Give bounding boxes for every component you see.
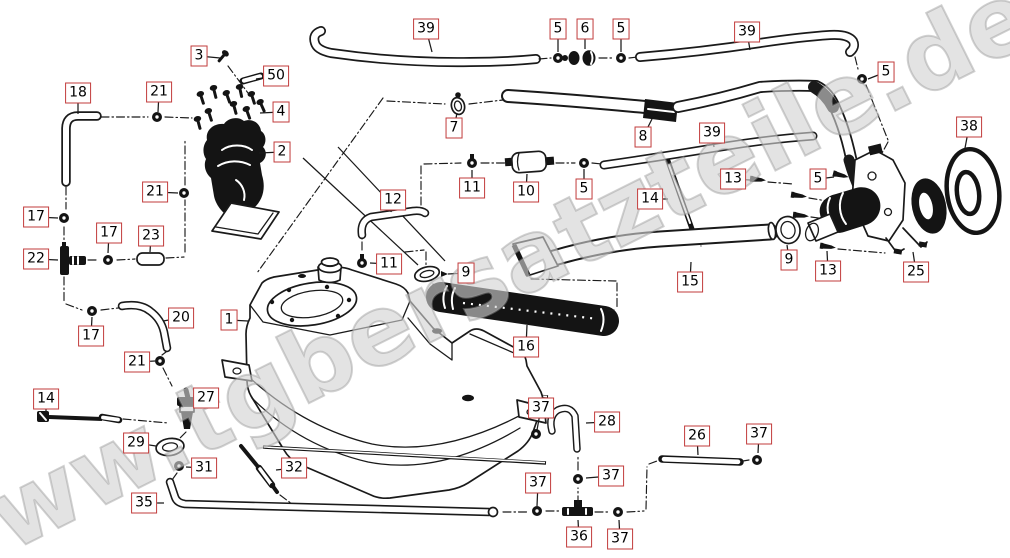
part-label-21: 21: [142, 181, 168, 203]
part-label-21: 21: [146, 81, 172, 103]
part-label-5: 5: [575, 178, 593, 200]
part-label-39: 39: [734, 21, 760, 43]
part-label-13: 13: [815, 260, 841, 282]
part-label-18: 18: [65, 82, 91, 104]
part-label-12: 12: [380, 189, 406, 211]
part-label-20: 20: [168, 307, 194, 329]
part-label-16: 16: [513, 336, 539, 358]
pin-50-drawing: [239, 72, 265, 85]
part-label-37: 37: [528, 397, 554, 419]
drain-hose-35-drawing: [165, 477, 499, 518]
part-label-5: 5: [877, 61, 895, 83]
rod-32-drawing: [239, 444, 279, 494]
filler-tube-15-drawing: [511, 221, 779, 277]
part-label-1: 1: [220, 309, 238, 331]
gasket-38-drawing: [944, 146, 1002, 236]
part-label-25: 25: [903, 261, 929, 283]
part-label-9: 9: [457, 262, 475, 284]
part-label-23: 23: [138, 225, 164, 247]
part-label-37: 37: [607, 528, 633, 550]
filler-neck-25-drawing: [804, 143, 947, 255]
part-label-38: 38: [956, 116, 982, 138]
vent-hose-39-right-drawing: [635, 29, 859, 62]
rod-26-drawing: [658, 455, 744, 466]
part-label-13: 13: [720, 168, 746, 190]
vent-hose-39-left-drawing: [309, 26, 541, 68]
gasket-9-drawing: [413, 265, 448, 283]
part-label-5: 5: [549, 18, 567, 40]
part-label-17: 17: [78, 325, 104, 347]
clamp-9-right-drawing: [775, 215, 801, 245]
part-label-8: 8: [634, 126, 652, 148]
part-label-3: 3: [190, 45, 208, 67]
part-label-7: 7: [445, 117, 463, 139]
part-label-35: 35: [131, 492, 157, 514]
ring-29-drawing: [155, 437, 185, 457]
part-label-5: 5: [809, 168, 827, 190]
part-label-22: 22: [23, 248, 49, 270]
part-label-37: 37: [598, 465, 624, 487]
fitting-11-drawing: [467, 154, 477, 168]
fitting-11-tank-drawing: [357, 254, 367, 268]
valve-27-drawing: [177, 387, 196, 429]
part-label-17: 17: [96, 222, 122, 244]
part-label-5: 5: [612, 18, 630, 40]
part-label-9: 9: [780, 249, 798, 271]
part-label-11: 11: [376, 253, 402, 275]
t-fitting-22-drawing: [60, 242, 86, 275]
part-label-37: 37: [525, 472, 551, 494]
part-label-31: 31: [191, 457, 217, 479]
fuel-filter-10-drawing: [504, 150, 555, 174]
part-label-17: 17: [23, 206, 49, 228]
hose-12-drawing: [357, 206, 430, 240]
part-label-26: 26: [684, 425, 710, 447]
hose-connector-6-drawing: [562, 49, 596, 67]
part-label-32: 32: [281, 457, 307, 479]
hose-20-drawing: [117, 300, 172, 353]
pipe-23-drawing: [136, 252, 165, 266]
part-label-14: 14: [33, 388, 59, 410]
part-label-21: 21: [124, 351, 150, 373]
part-label-14: 14: [637, 188, 663, 210]
part-label-27: 27: [193, 387, 219, 409]
part-label-39: 39: [413, 18, 439, 40]
part-label-11: 11: [459, 177, 485, 199]
part-label-28: 28: [594, 411, 620, 433]
part-label-4: 4: [272, 101, 290, 123]
bolt-14-drawing: [37, 411, 123, 424]
fuel-pump-2-drawing: [193, 83, 280, 240]
part-label-15: 15: [677, 271, 703, 293]
part-label-6: 6: [576, 18, 594, 40]
part-label-39: 39: [699, 122, 725, 144]
filler-vent-hose-8-drawing: [501, 79, 869, 202]
part-label-10: 10: [513, 181, 539, 203]
hose-18-drawing: [61, 111, 102, 187]
part-label-50: 50: [263, 65, 289, 87]
part-label-2: 2: [273, 141, 291, 163]
elbow-hose-28-drawing: [547, 404, 581, 453]
part-label-37: 37: [746, 423, 772, 445]
corrugated-hose-16-drawing: [426, 282, 619, 336]
part-label-29: 29: [123, 432, 149, 454]
part-label-36: 36: [566, 526, 592, 548]
dipstick-14-drawing: [665, 158, 695, 232]
hose-clamp-7-drawing: [450, 92, 466, 116]
fuel-hose-39-middle-drawing: [599, 131, 818, 170]
